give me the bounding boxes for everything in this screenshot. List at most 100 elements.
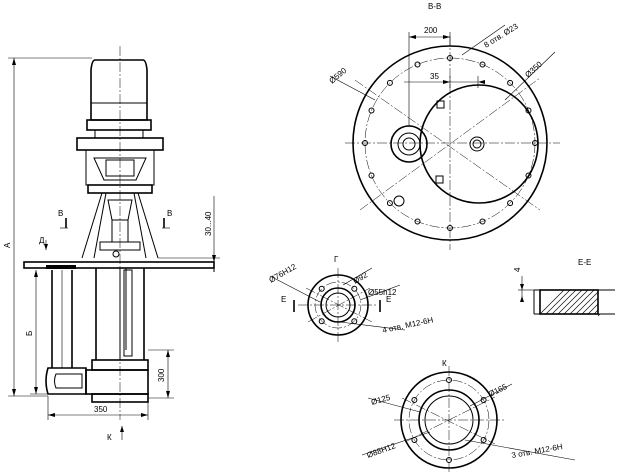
section-b-right-label: В bbox=[167, 209, 172, 218]
bb-diag-centerline-2 bbox=[354, 79, 541, 211]
coupling-inner bbox=[93, 157, 147, 181]
bb-d350-leader bbox=[504, 51, 556, 101]
dim-350-label: 350 bbox=[94, 405, 108, 414]
bb-pipe-hole bbox=[469, 136, 485, 152]
bb-bolt-hole bbox=[507, 200, 514, 207]
view-d-arrowhead bbox=[44, 244, 48, 250]
bb-bolt-hole bbox=[447, 55, 453, 61]
bb-slot-bottom bbox=[435, 175, 444, 184]
ee-section-body bbox=[539, 289, 599, 315]
ee-hatch-line bbox=[539, 289, 565, 315]
bb-bolt-hole bbox=[368, 172, 375, 179]
discharge-elbow bbox=[45, 367, 87, 395]
k-d165-leader bbox=[469, 383, 513, 407]
front-view: А Б 30...40 300 350 В В Д К bbox=[3, 46, 220, 442]
bb-bolt-hole bbox=[507, 79, 514, 86]
bb-small-hole bbox=[393, 195, 405, 207]
bb-bolt-hole bbox=[525, 172, 532, 179]
k-holes-leader bbox=[464, 439, 576, 461]
bb-inner-opening bbox=[419, 84, 539, 204]
bb-dim-200-label: 200 bbox=[424, 26, 438, 35]
g-holes-leader bbox=[339, 321, 406, 331]
bb-bolt-hole bbox=[479, 61, 486, 68]
ee-hatch-line bbox=[563, 289, 589, 315]
g-holes-label: 4 отв. М12-6Н bbox=[382, 315, 435, 335]
g-bolt-hole bbox=[318, 318, 325, 325]
bb-mounting-holes bbox=[362, 55, 538, 231]
g-diag-2 bbox=[305, 287, 373, 323]
ee-hatch-line bbox=[557, 289, 583, 315]
view-g-title: Г bbox=[334, 255, 339, 264]
bb-bolt-hole bbox=[447, 225, 453, 231]
bb-bolt-hole bbox=[362, 140, 368, 146]
ee-hatch-line bbox=[581, 297, 599, 315]
bb-holes-leader bbox=[461, 24, 506, 56]
section-b-left-label: В bbox=[58, 209, 63, 218]
bb-slot-top bbox=[436, 100, 445, 109]
dim-a-label: А bbox=[3, 242, 12, 248]
ee-hatch-line bbox=[545, 289, 571, 315]
k-bolt-hole bbox=[411, 397, 418, 403]
bb-pipe-hole-inner bbox=[472, 139, 482, 149]
g-d92-label: Ø92 bbox=[352, 270, 370, 286]
view-ee-title: Е-Е bbox=[578, 258, 591, 267]
ee-hatch-line bbox=[569, 289, 595, 315]
g-d92-leader bbox=[342, 267, 373, 286]
motor-mount bbox=[94, 129, 144, 139]
bb-bolt-hole bbox=[525, 107, 532, 114]
view-k-arrowhead bbox=[120, 426, 124, 432]
view-bb: В-В 200 35 8 отв. Ø23 Ø350 Ø59 bbox=[328, 2, 560, 250]
g-section-e-left-label: Е bbox=[281, 295, 286, 304]
bb-bolt-hole bbox=[479, 218, 486, 225]
k-d165-label: Ø165 bbox=[487, 382, 509, 399]
k-diag-2 bbox=[401, 397, 496, 445]
bb-d590-label: Ø590 bbox=[328, 66, 349, 86]
drain-fitting bbox=[112, 250, 120, 258]
bb-holes-label: 8 отв. Ø23 bbox=[482, 21, 520, 49]
g-bolt-hole bbox=[318, 285, 325, 292]
g-d76-leader bbox=[269, 275, 321, 303]
bb-bolt-hole bbox=[386, 200, 393, 207]
k-d88-leader bbox=[361, 431, 431, 456]
k-bolt-hole bbox=[480, 437, 487, 443]
dim-b-label: Б bbox=[25, 331, 34, 336]
g-d55-leader bbox=[359, 284, 401, 301]
g-d55-label: Ø55h12 bbox=[368, 288, 397, 297]
dim-300-label: 300 bbox=[157, 368, 166, 382]
ee-hatch-line bbox=[575, 291, 599, 315]
bb-bolt-hole bbox=[414, 61, 421, 68]
casing-body bbox=[85, 369, 149, 395]
motor-body bbox=[90, 59, 148, 121]
ee-hatch-line bbox=[597, 313, 601, 317]
stand-legs bbox=[81, 192, 159, 259]
dim-30-40-label: 30...40 bbox=[204, 211, 213, 236]
k-holes-label: 3 отв. М12-6Н bbox=[511, 442, 564, 460]
bb-d350-label: Ø350 bbox=[523, 59, 544, 79]
shaft-tube bbox=[123, 269, 133, 357]
stand-inner-legs bbox=[93, 192, 147, 259]
ee-hatch-line bbox=[587, 303, 599, 315]
bb-dim-35-label: 35 bbox=[430, 72, 439, 81]
view-k-title: К bbox=[442, 359, 447, 368]
bb-bolt-hole bbox=[532, 140, 538, 146]
ee-hatch-line bbox=[551, 289, 577, 315]
view-g: Г Е Е Ø76Н12 Ø92 Ø55h12 4 отв. М12-6Н bbox=[268, 255, 435, 342]
view-d-label: Д bbox=[39, 236, 45, 245]
k-d88-label: Ø88Н12 bbox=[366, 441, 398, 460]
bb-shaft-hole bbox=[390, 125, 428, 163]
bb-bolt-hole bbox=[368, 107, 375, 114]
view-ee: Е-Е 4 bbox=[513, 258, 615, 317]
ee-dim-4-label: 4 bbox=[513, 267, 522, 272]
bb-shaft-hole-inner bbox=[397, 132, 421, 156]
ee-hatching bbox=[539, 289, 601, 317]
ee-hatch-line bbox=[593, 309, 599, 315]
g-d76-label: Ø76Н12 bbox=[268, 262, 299, 285]
g-section-e-right-label: Е bbox=[386, 295, 391, 304]
k-diag-1 bbox=[404, 396, 496, 443]
bb-shaft-hole-core bbox=[402, 137, 416, 151]
bb-bolt-hole bbox=[386, 79, 393, 86]
elbow-inner bbox=[54, 373, 83, 389]
bb-bolt-hole bbox=[414, 218, 421, 225]
dim-30-40-arrow bbox=[212, 255, 216, 262]
